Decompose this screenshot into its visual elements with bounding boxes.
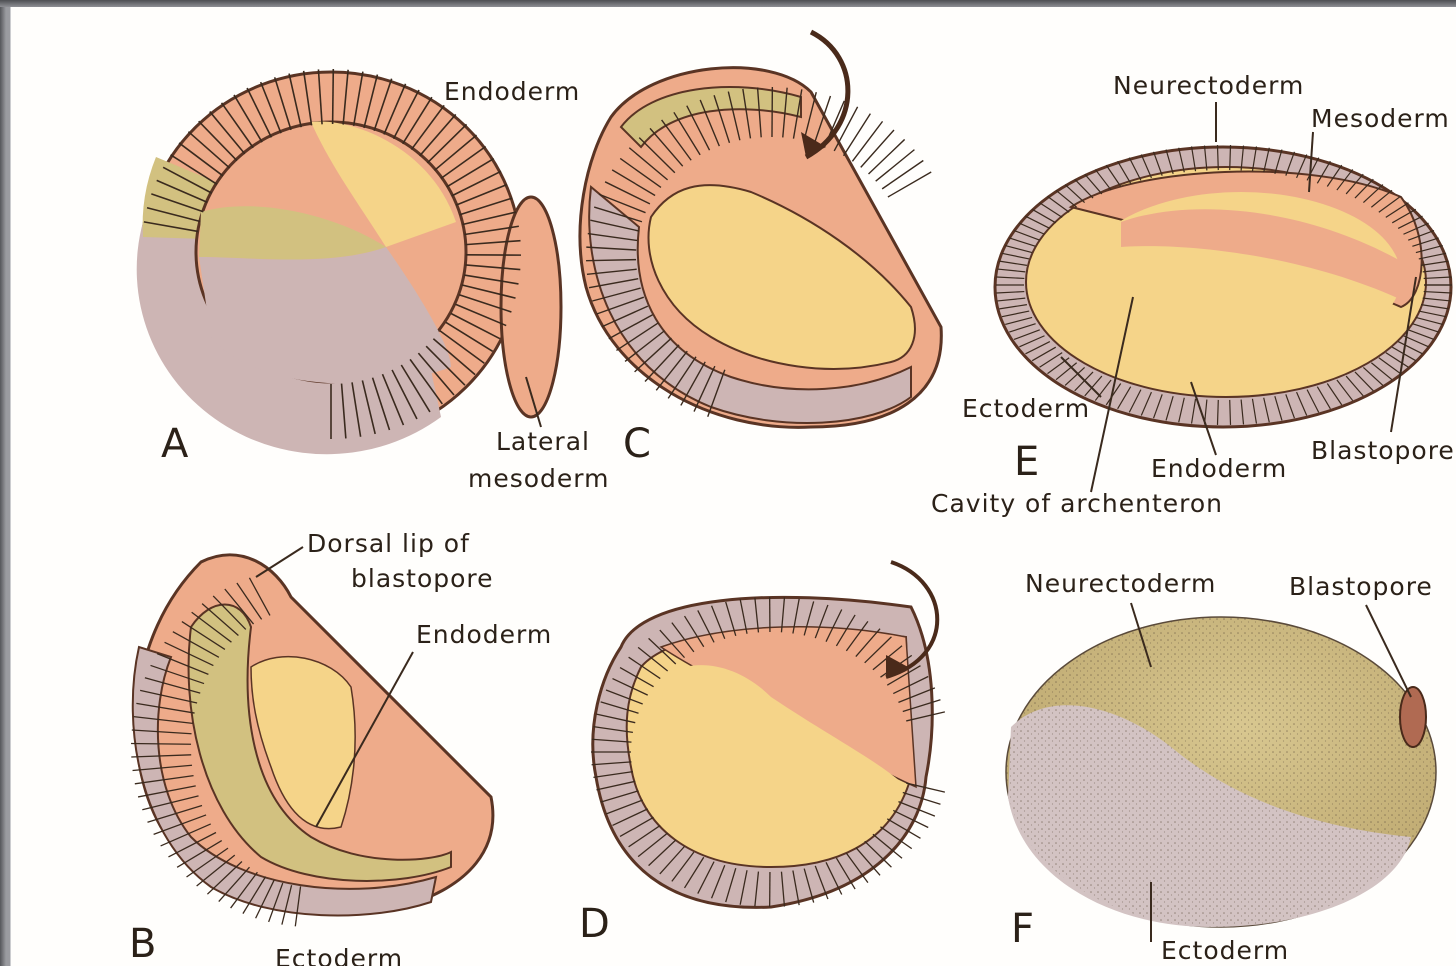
panel-letter-c: C	[623, 421, 651, 467]
cell-wall	[1217, 400, 1218, 425]
label-blastopore-e: Blastopore	[1311, 436, 1455, 465]
cell-wall	[333, 69, 334, 124]
panel-letter-a: A	[161, 421, 189, 467]
panel-letter-f: F	[1011, 906, 1034, 952]
panel-e: Neurectoderm Mesoderm Ectoderm Endoderm …	[931, 71, 1455, 518]
label-endoderm-e: Endoderm	[1151, 454, 1287, 483]
gastrulation-figure: Endoderm Lateral mesoderm A C Neurectode…	[11, 7, 1456, 966]
cell-wall	[1230, 400, 1231, 425]
label-mesoderm-a: mesoderm	[468, 464, 610, 493]
cell-wall	[876, 150, 915, 182]
cell-wall	[852, 121, 882, 161]
cell-wall	[888, 172, 931, 197]
label-neurectoderm-e: Neurectoderm	[1113, 71, 1304, 100]
cell-wall	[869, 139, 905, 174]
label-endoderm-a: Endoderm	[444, 77, 580, 106]
top-border	[0, 0, 1456, 7]
panel-f: Neurectoderm Blastopore Ectoderm F	[1006, 569, 1436, 965]
label-mesoderm-e: Mesoderm	[1311, 104, 1450, 133]
cell-wall	[131, 744, 191, 745]
pointer-dorsal-lip	[256, 547, 303, 577]
cell-wall	[1217, 145, 1218, 170]
label-ectoderm-f: Ectoderm	[1161, 936, 1289, 965]
panel-letter-e: E	[1014, 439, 1039, 485]
cell-wall	[1230, 145, 1231, 170]
diagram-svg: Endoderm Lateral mesoderm A C Neurectode…	[11, 7, 1456, 966]
label-ectoderm-e: Ectoderm	[962, 394, 1090, 423]
label-endoderm-b: Endoderm	[416, 620, 552, 649]
label-blastopore-f: Blastopore	[1289, 572, 1433, 601]
panel-d: D	[579, 562, 945, 947]
label-neurectoderm-f: Neurectoderm	[1025, 569, 1216, 598]
label-lateral-a: Lateral	[496, 427, 590, 456]
label-blastopore-b: blastopore	[351, 564, 494, 593]
label-dorsal-lip: Dorsal lip of	[307, 529, 470, 558]
label-ectoderm-b: Ectoderm	[275, 944, 403, 966]
cell-wall	[861, 130, 894, 167]
blastopore-slit	[1400, 687, 1426, 747]
label-cavity-archenteron: Cavity of archenteron	[931, 489, 1223, 518]
panel-letter-b: B	[129, 921, 156, 966]
panel-b: Dorsal lip of blastopore Endoderm Ectode…	[129, 529, 552, 966]
cell-wall	[882, 161, 923, 189]
panel-c: C	[580, 32, 941, 467]
panel-letter-d: D	[579, 901, 610, 947]
cell-wall	[844, 114, 871, 156]
panel-a: Endoderm Lateral mesoderm A	[137, 69, 610, 493]
